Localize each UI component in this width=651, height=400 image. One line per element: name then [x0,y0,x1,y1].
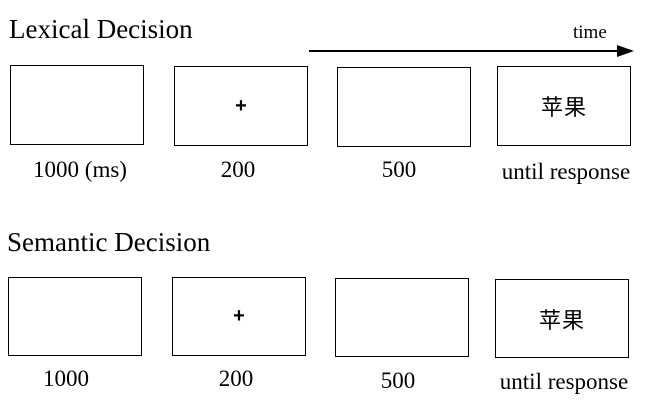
time-arrow [309,45,634,57]
time-label: time [573,22,607,43]
fixation-cross: + [235,94,247,117]
duration-label: until response [501,159,631,184]
target-word: 苹果 [538,308,585,334]
target-word-frame: 苹果 [495,279,629,358]
duration-label: 200 [218,366,254,391]
duration-label: 500 [381,157,417,182]
target-word-frame: 苹果 [497,66,631,146]
duration-label: 200 [220,157,256,182]
fixation-frame: + [172,277,306,356]
duration-label: 1000 (ms) [33,157,127,182]
semantic-decision-title: Semantic Decision [7,227,211,257]
duration-label: 500 [380,368,416,393]
blank-frame [335,278,469,357]
blank-frame [10,65,144,145]
lexical-decision-title: Lexical Decision [9,14,193,44]
fixation-cross: + [233,305,245,327]
target-word: 苹果 [540,96,587,121]
duration-label: until response [499,369,629,394]
blank-frame [337,67,471,147]
fixation-frame: + [174,66,308,146]
duration-label: 1000 [43,366,89,391]
blank-frame [8,277,142,356]
